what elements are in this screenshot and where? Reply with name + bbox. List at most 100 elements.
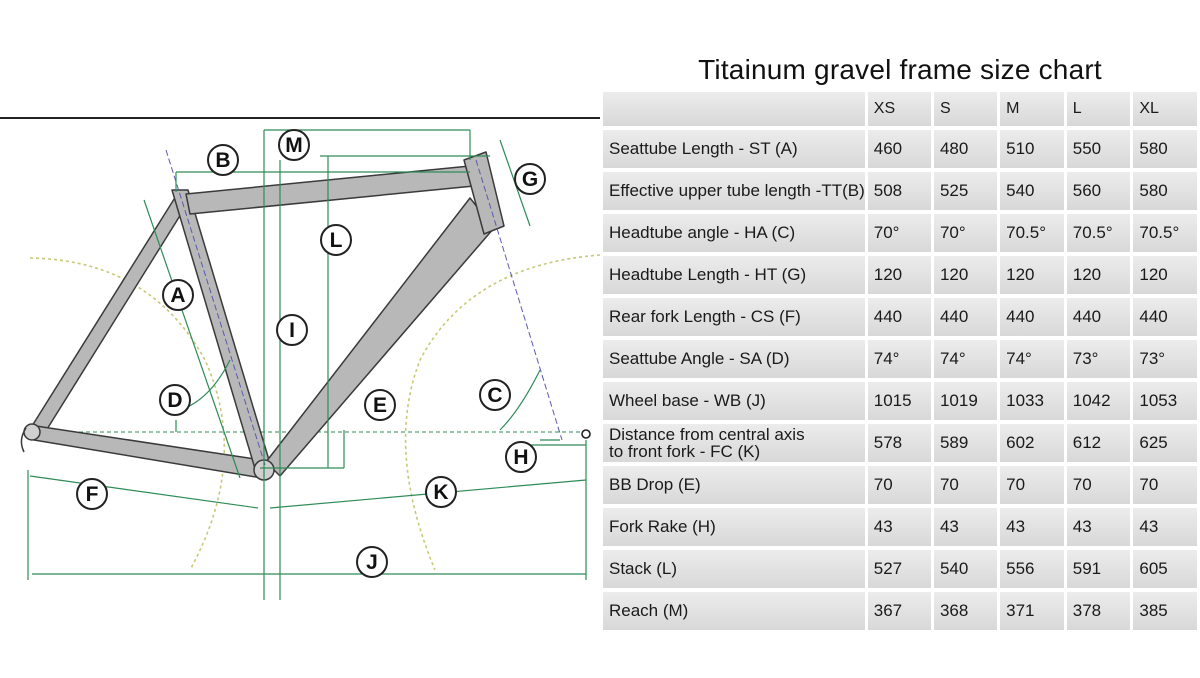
value-cell: 1019 [933,382,1001,420]
value-cell: 540 [1000,172,1067,210]
row-label: Fork Rake (H) [603,508,868,546]
value-cell: 510 [1000,130,1067,168]
value-cell: 70° [933,214,1001,252]
table-row: Headtube angle - HA (C)70°70°70.5°70.5°7… [603,214,1200,252]
value-cell: 1015 [867,382,934,420]
value-cell: 550 [1066,130,1134,168]
chart-title: Titainum gravel frame size chart [698,54,1102,85]
value-cell: 578 [867,424,934,462]
svg-text:H: H [513,446,528,469]
value-cell: 527 [867,550,934,588]
callout-A: A [162,279,194,311]
value-cell: 70.5° [1133,214,1200,252]
value-cell: 580 [1133,172,1200,210]
seat-tube-axis [165,149,267,469]
callout-G: G [514,163,546,195]
value-cell: 602 [1000,424,1067,462]
row-label: Effective upper tube length -TT(B) [603,172,868,210]
value-cell: 580 [1133,130,1200,168]
value-cell: 525 [933,172,1001,210]
value-cell: 612 [1066,424,1134,462]
value-cell: 440 [1066,298,1134,336]
frame-geometry-diagram: M B G L A I D E C H F K J [0,117,600,600]
value-cell: 440 [1000,298,1067,336]
svg-text:B: B [215,149,230,172]
table-header-row: XS S M L XL [603,92,1200,126]
svg-text:A: A [170,284,185,307]
callout-I: I [276,314,308,346]
value-cell: 378 [1066,592,1134,630]
row-label-line: to front fork - FC (K) [609,442,761,461]
value-cell: 43 [933,508,1001,546]
value-cell: 70° [867,214,934,252]
value-cell: 460 [867,130,934,168]
value-cell: 440 [867,298,934,336]
value-cell: 70 [933,466,1001,504]
value-cell: 74° [867,340,934,378]
row-label: Seattube Angle - SA (D) [603,340,868,378]
callout-L: L [320,224,352,256]
value-cell: 440 [1133,298,1200,336]
row-label-line: Distance from central axis [609,425,805,444]
value-cell: 1053 [1133,382,1200,420]
row-label: Headtube Length - HT (G) [603,256,868,294]
svg-text:E: E [373,394,387,417]
size-header-s: S [933,92,1001,126]
value-cell: 43 [1133,508,1200,546]
callout-M: M [278,129,310,161]
svg-text:L: L [330,229,343,252]
value-cell: 556 [1000,550,1067,588]
value-cell: 73° [1066,340,1134,378]
svg-text:D: D [167,389,182,412]
value-cell: 70 [1066,466,1134,504]
seat-tube [171,189,273,473]
front-axle [581,429,591,439]
row-label: Headtube angle - HA (C) [603,214,868,252]
value-cell: 560 [1066,172,1134,210]
value-cell: 73° [1133,340,1200,378]
size-header-xl: XL [1133,92,1200,126]
callout-E: E [364,389,396,421]
value-cell: 367 [867,592,934,630]
header-blank-cell [603,92,868,126]
rear-hanger [20,427,27,453]
value-cell: 1033 [1000,382,1067,420]
value-cell: 120 [933,256,1001,294]
dimension-lines [27,129,587,600]
callout-B: B [207,144,239,176]
value-cell: 625 [1133,424,1200,462]
svg-text:J: J [366,551,378,574]
callout-F: F [76,478,108,510]
head-tube [463,151,505,235]
value-cell: 70 [1133,466,1200,504]
size-header-xs: XS [867,92,934,126]
table-row: Seattube Angle - SA (D)74°74°74°73°73° [603,340,1200,378]
row-label: Seattube Length - ST (A) [603,130,868,168]
value-cell: 43 [1000,508,1067,546]
svg-text:F: F [86,483,99,506]
callout-K: K [425,476,457,508]
value-cell: 120 [1066,256,1134,294]
value-cell: 70.5° [1066,214,1134,252]
bike-frame [20,151,505,481]
value-cell: 120 [1000,256,1067,294]
value-cell: 368 [933,592,1001,630]
value-cell: 43 [1066,508,1134,546]
svg-text:K: K [433,481,448,504]
value-cell: 480 [933,130,1001,168]
value-cell: 605 [1133,550,1200,588]
value-cell: 70 [1000,466,1067,504]
value-cell: 70 [867,466,934,504]
rear-dropout [23,423,41,441]
